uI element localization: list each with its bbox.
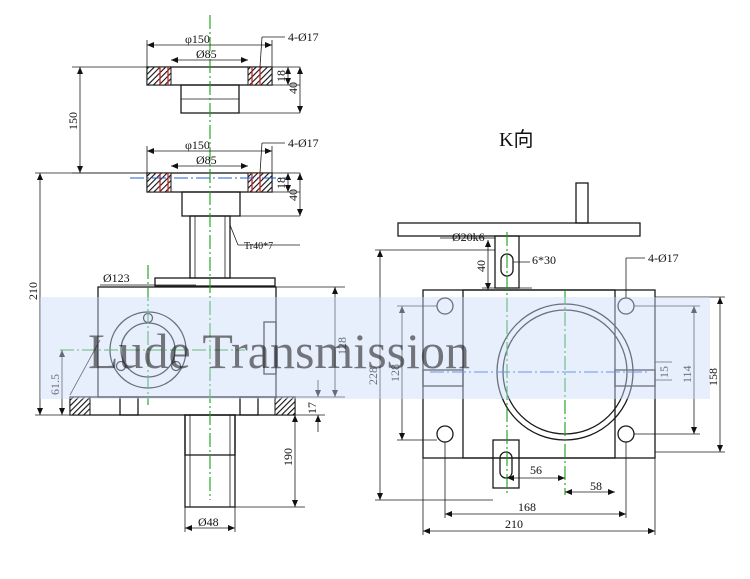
total-height-dim: 210 (26, 282, 40, 300)
mid-flange-thk1: 18 (274, 177, 288, 189)
right-outer-dim: 158 (706, 368, 720, 386)
handwheel-dia: Ø123 (103, 271, 130, 285)
top-flange-inner-dia: Ø85 (196, 47, 217, 61)
right-inner-dim: 114 (680, 365, 694, 383)
mid-flange-inner-dia: Ø85 (196, 153, 217, 167)
front-view: φ150 Ø85 4-Ø17 18 40 φ150 Ø85 4-Ø17 18 4… (26, 15, 349, 532)
gearbox-body (69, 286, 296, 416)
right-small-dim: 15 (657, 366, 671, 378)
top-flange-thk2: 40 (286, 82, 300, 94)
side-dimension-lines (375, 237, 725, 535)
center-height-dim: 61.5 (48, 374, 62, 395)
handwheel (397, 182, 641, 289)
height-inner-dim: 128 (388, 364, 402, 382)
mid-flange-holes: 4-Ø17 (288, 136, 319, 150)
front-dimension-lines (35, 36, 345, 532)
base-thk-dim: 17 (305, 402, 319, 414)
stroke-dim: 150 (66, 112, 80, 130)
view-k-title: K向 (499, 128, 533, 151)
top-flange-outer-dia: φ150 (185, 32, 210, 46)
height-outer-dim: 228 (366, 367, 380, 385)
mid-flange-thk2: 40 (286, 189, 300, 201)
watermark-text: Lude Transmission (88, 323, 470, 379)
body-height-dim: 128 (335, 337, 349, 355)
shaft-dia-dim: Ø20k6 (452, 230, 485, 244)
top-flange-holes: 4-Ø17 (288, 30, 319, 44)
offset2-dim: 58 (590, 479, 602, 493)
side-view: K向 (366, 128, 725, 535)
screw-thread-label: Tr40*7 (244, 241, 273, 252)
key-dim: 6*30 (532, 253, 556, 267)
watermark-band: Lude Transmission (40, 297, 710, 399)
tube-dia-dim: Ø48 (198, 515, 219, 529)
offset1-dim: 56 (530, 463, 542, 477)
width-inner-dim: 168 (518, 500, 536, 514)
top-flange-thk1: 18 (274, 70, 288, 82)
side-holes-dim: 4-Ø17 (648, 251, 679, 265)
shaft-len-dim: 40 (474, 260, 488, 272)
width-outer-dim: 210 (505, 517, 523, 531)
mid-flange-outer-dia: φ150 (185, 138, 210, 152)
tube-length-dim: 190 (281, 448, 295, 466)
